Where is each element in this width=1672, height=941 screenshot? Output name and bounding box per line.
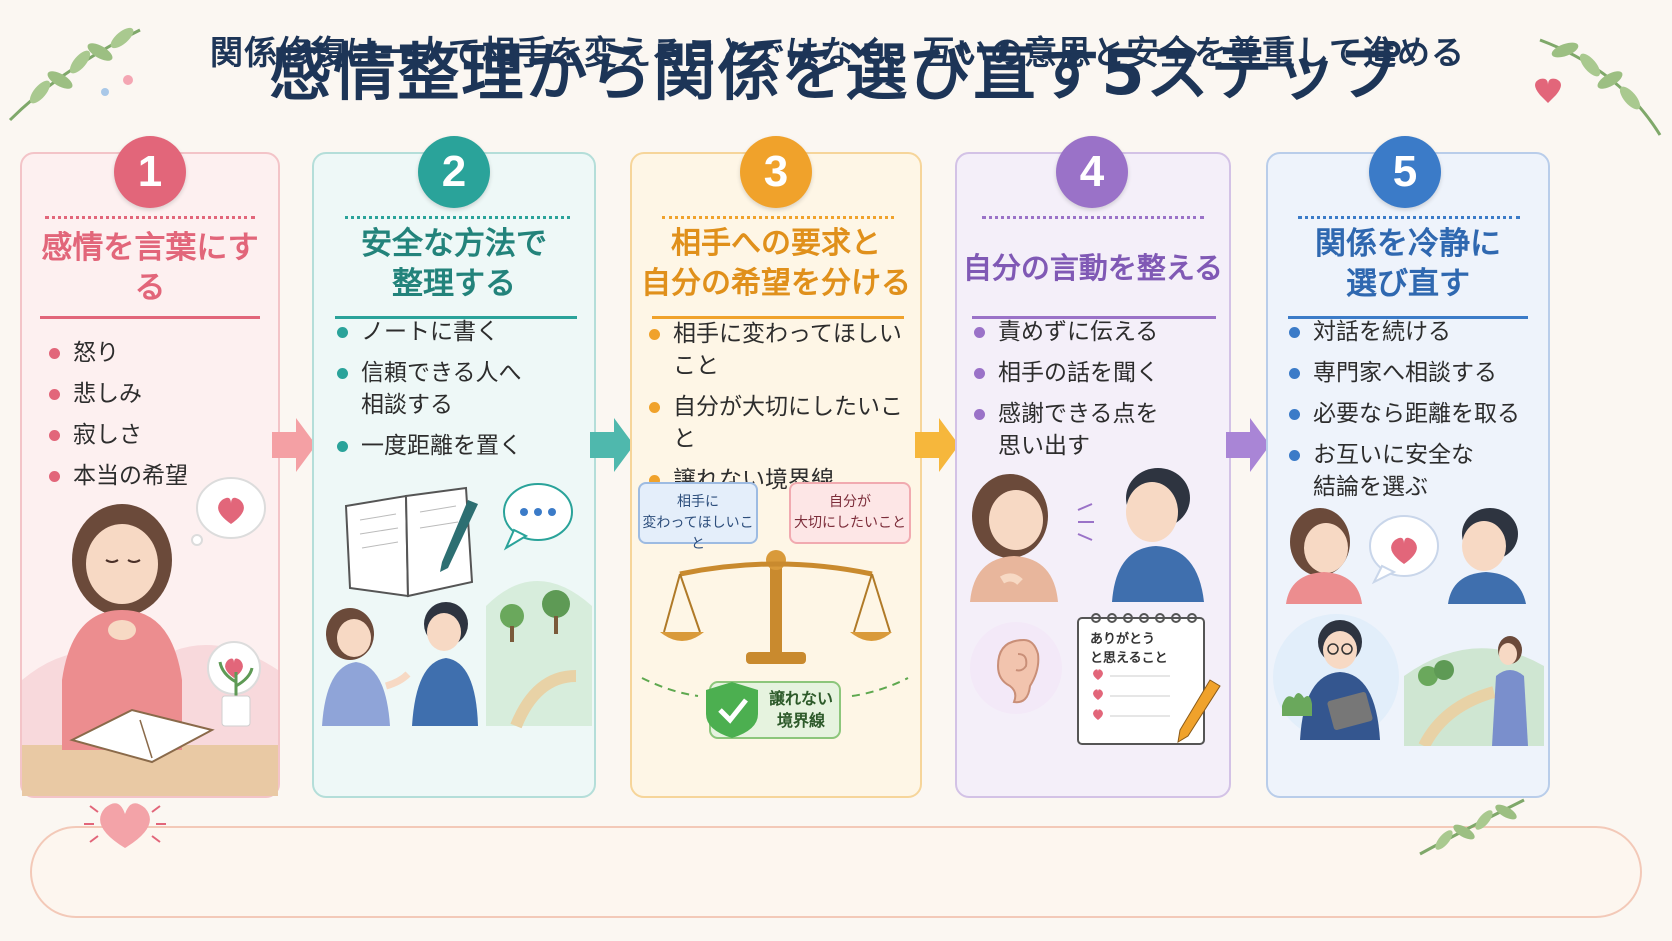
leaf-branch-top-right-icon <box>1535 38 1662 136</box>
footer-banner <box>30 826 1642 918</box>
step-list-4: 責めずに伝える 相手の話を聞く 感謝できる点を 思い出す <box>970 316 1220 471</box>
notepad-icon <box>1077 613 1221 745</box>
list-item: 責めずに伝える <box>970 316 1220 348</box>
shield-check-icon <box>641 677 909 739</box>
step-rule-3 <box>652 316 904 319</box>
heart-thought-bubble-icon <box>191 477 266 546</box>
page-title: 感情整理から関係を選び直す5ステップ <box>269 36 1403 109</box>
step-divider-2 <box>345 216 570 219</box>
dialogue-heart-illustration <box>1286 508 1526 604</box>
pen-icon <box>440 500 478 572</box>
arrow-right-icon <box>1226 418 1270 472</box>
step-divider-1 <box>45 216 255 219</box>
leaf-branch-footer-icon <box>1419 798 1525 856</box>
scale-icon <box>660 550 892 664</box>
step-list-2: ノートに書く 信頼できる人へ 相談する 一度距離を置く <box>333 316 583 471</box>
boundary-label: 譲れない 境界線 <box>768 689 833 730</box>
step-rule-1 <box>40 316 260 319</box>
step-title-1: 感情を言葉にする <box>41 230 259 306</box>
couple-talking-illustration <box>970 468 1204 602</box>
step-divider-3 <box>662 216 894 219</box>
counselor-illustration <box>1273 614 1399 740</box>
path-landscape-illustration <box>1404 636 1544 746</box>
step-rule-5 <box>1288 316 1528 319</box>
step-title-5: 関係を冷静に 選び直す <box>1315 226 1501 302</box>
value-label: 自分が 大切にしたいこと <box>794 494 906 531</box>
step-list-3: 相手に変わってほしいこと 自分が大切にしたいこと 譲れない境界線 <box>645 318 915 505</box>
footer-message: 関係修復は一人で相手を変えることではなく、互いの意思と安全を尊重して進める <box>210 33 1466 72</box>
list-item: 信頼できる人へ 相談する <box>333 357 583 421</box>
list-item: 相手に変わってほしいこと <box>645 318 915 382</box>
request-label: 相手に 変わってほしいこと <box>642 494 754 552</box>
list-item: 寂しさ <box>45 419 265 451</box>
list-item: 対話を続ける <box>1285 316 1543 348</box>
step-number-5: 5 <box>1369 136 1441 208</box>
heart-icon <box>84 803 166 848</box>
step-number-2: 2 <box>418 136 490 208</box>
notebook-conversation-illustration <box>322 483 592 729</box>
step-rule-4 <box>972 316 1216 319</box>
step-list-1: 怒り 悲しみ 寂しさ 本当の希望 <box>45 337 265 501</box>
pencil-icon <box>1177 679 1221 743</box>
list-item: ノートに書く <box>333 316 583 348</box>
value-label-card <box>789 482 911 544</box>
step-list-5: 対話を続ける 専門家へ相談する 必要なら距離を取る お互いに安全な 結論を選ぶ <box>1285 316 1543 512</box>
list-item: 怒り <box>45 337 265 369</box>
arrow-right-icon <box>590 418 634 472</box>
list-item: 相手の話を聞く <box>970 357 1220 389</box>
list-item: 悲しみ <box>45 378 265 410</box>
list-item: 本当の希望 <box>45 460 265 492</box>
step-rule-2 <box>335 316 577 319</box>
list-item: 感謝できる点を 思い出す <box>970 398 1220 462</box>
step-title-4: 自分の言動を整える <box>962 251 1224 285</box>
leaf-branch-top-left-icon <box>8 27 141 122</box>
speech-bubble-icon <box>503 483 573 551</box>
step-title-3: 相手への要求と 自分の希望を分ける <box>641 226 911 301</box>
step-divider-5 <box>1298 216 1520 219</box>
notepad-label: ありがとう と思えること <box>1090 632 1168 666</box>
arrow-right-icon <box>272 418 316 472</box>
step-number-3: 3 <box>740 136 812 208</box>
notebook-icon <box>344 486 474 598</box>
list-item: 専門家へ相談する <box>1285 357 1543 389</box>
list-item: お互いに安全な 結論を選ぶ <box>1285 439 1543 503</box>
list-item: 一度距離を置く <box>333 430 583 462</box>
request-label-card <box>638 482 758 544</box>
step-divider-4 <box>982 216 1204 219</box>
step-number-1: 1 <box>114 136 186 208</box>
step-number-4: 4 <box>1056 136 1128 208</box>
step-title-2: 安全な方法で 整理する <box>361 226 547 302</box>
arrow-right-icon <box>915 418 959 472</box>
list-item: 自分が大切にしたいこと <box>645 391 915 455</box>
ear-icon <box>970 622 1062 714</box>
list-item: 必要なら距離を取る <box>1285 398 1543 430</box>
woman-journaling-illustration <box>22 504 278 796</box>
